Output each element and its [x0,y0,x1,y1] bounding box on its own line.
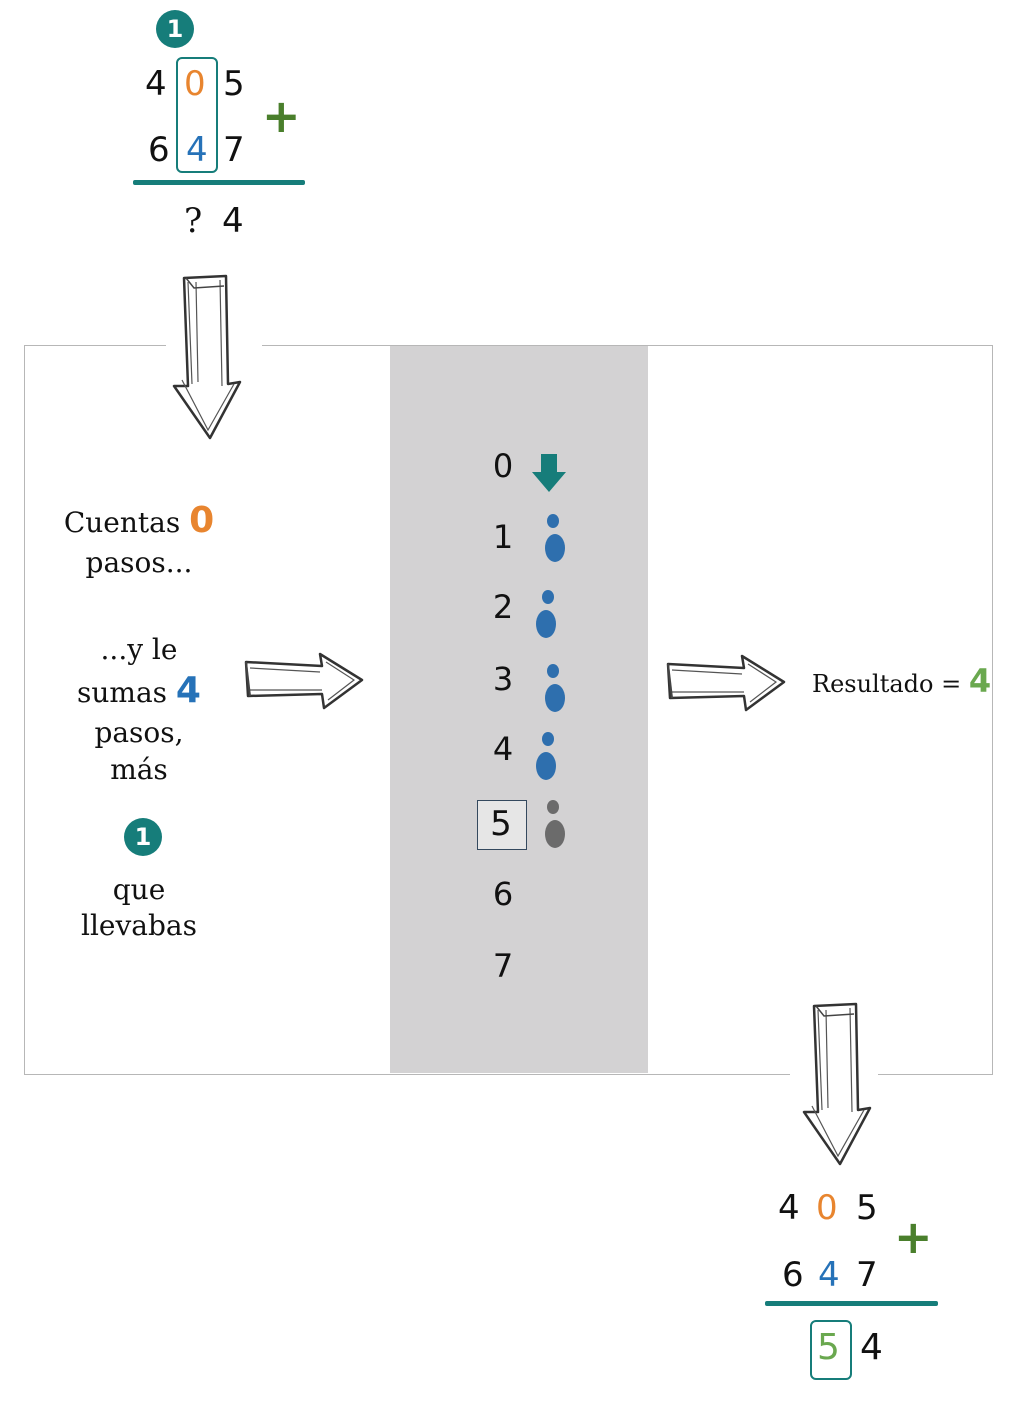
tens-column-highlight [176,57,218,173]
digit-tens-row1: 0 [816,1188,838,1228]
instruction-text-3: que llevabas [44,872,234,945]
instruction-text: Cuentas 0 pasos... [44,498,234,581]
step-number: 7 [492,947,514,985]
steps-column [390,346,648,1073]
result-tens-highlight [810,1320,852,1380]
step-number: 4 [492,730,514,768]
step-number-highlighted: 5 [490,804,512,844]
digit-units-row2: 7 [223,130,245,170]
step-number: 3 [492,660,514,698]
arrow-down-icon [532,454,566,492]
footprint-icon [545,664,565,712]
result-unknown: ? [184,201,203,241]
digit-tens-row2: 4 [818,1255,840,1295]
plus-sign: + [894,1210,933,1264]
result-value: 4 [968,662,992,700]
arrow-down-icon [802,1002,872,1166]
digit-units-row1: 5 [856,1188,878,1228]
digit-hundreds-row1: 4 [778,1188,800,1228]
instruction-line-1: Cuentas 0 [63,500,215,541]
highlighted-step-box [477,800,527,850]
instruction-text-2: ...y le sumas 4 pasos, más [44,632,234,788]
step-number: 1 [492,518,514,556]
carry-badge: 1 [156,10,194,48]
digit-hundreds-row1: 4 [145,64,167,104]
footprint-icon [545,514,565,562]
sum-line [765,1301,938,1306]
digit-units-row1: 5 [223,64,245,104]
step-number: 6 [492,875,514,913]
result-units: 4 [222,201,244,241]
instruction-line-8: llevabas [81,909,197,943]
orange-zero: 0 [189,500,215,541]
result-units: 4 [860,1327,883,1368]
result-label: Resultado = [812,670,962,698]
instruction-line-7: que [112,873,166,906]
instruction-line-4: sumas 4 [77,670,201,712]
digit-tens-row1: 0 [184,64,206,104]
arrow-right-icon [244,652,364,710]
plus-sign: + [262,89,301,143]
footprint-icon [536,590,556,638]
carry-badge-left: 1 [124,818,162,856]
result-tens: 5 [817,1327,840,1368]
digit-hundreds-row2: 6 [782,1255,804,1295]
digit-hundreds-row2: 6 [148,130,170,170]
arrow-right-icon [666,654,786,712]
digit-units-row2: 7 [856,1255,878,1295]
footprint-icon [545,800,565,848]
sum-line [133,180,305,185]
arrow-down-icon [172,274,242,440]
digit-tens-row2: 4 [186,130,208,170]
step-number: 0 [492,447,514,485]
instruction-line-3: ...y le [100,633,178,666]
result-text: Resultado = 4 [812,662,991,700]
instruction-line-5: pasos, [94,716,184,750]
blue-four: 4 [175,670,201,712]
instruction-line-6: más [110,752,168,786]
instruction-line-2: pasos... [85,545,193,579]
step-number: 2 [492,588,514,626]
footprint-icon [536,732,556,780]
